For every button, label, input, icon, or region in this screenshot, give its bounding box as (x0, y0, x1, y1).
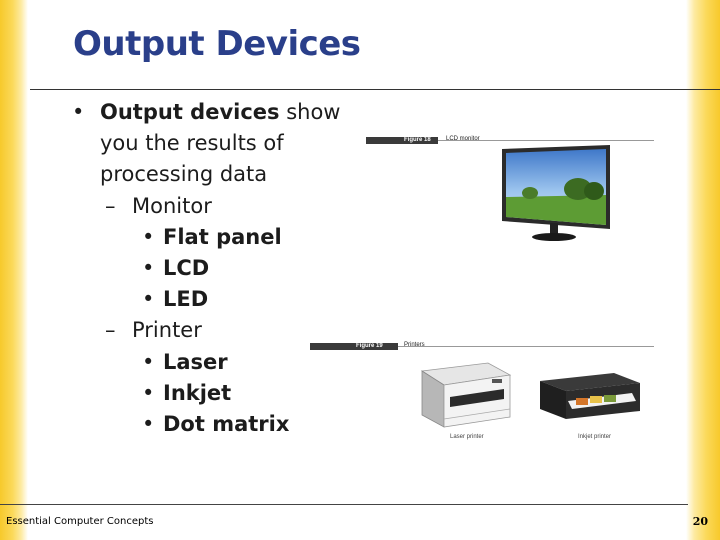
figure-caption: LCD monitor (446, 136, 480, 142)
sub-bullet-dot-matrix: • Dot matrix (72, 409, 352, 440)
bullet-main-bold: Output devices (100, 100, 280, 124)
bullet-main-cont-1: you the results of (100, 131, 284, 156)
sub-bullet-label: Dot matrix (163, 412, 290, 437)
sub-bullet-label: Inkjet (163, 380, 232, 405)
right-accent-stripe (686, 0, 720, 540)
lcd-monitor-image (502, 145, 610, 241)
figure-caption: Printers (404, 342, 425, 348)
figure-number: Figure 19 (356, 343, 383, 349)
title-divider (30, 89, 720, 90)
bullet-marker: • (72, 100, 85, 124)
bullet-main-cont-2: processing data (100, 162, 268, 187)
laser-printer-caption: Laser printer (450, 434, 484, 440)
figure-number: Figure 18 (404, 137, 431, 143)
footer-divider (0, 504, 688, 505)
bullet-marker: • (142, 224, 155, 249)
sub-bullet-lcd: • LCD (72, 253, 352, 284)
figure-bar (366, 137, 438, 144)
bullet-main: • Output devices show (72, 97, 352, 128)
bullet-main-rest: show (279, 100, 341, 124)
dash-marker: – (105, 318, 116, 343)
sub-bullet-inkjet: • Inkjet (72, 378, 352, 409)
sub-bullet-flat-panel: • Flat panel (72, 222, 352, 253)
figure-printers: Figure 19 Printers Laser printer Inkjet … (310, 341, 656, 446)
bullet-marker: • (142, 256, 155, 281)
sub-bullet-laser: • Laser (72, 347, 352, 378)
dash-item-label: Monitor (132, 193, 212, 218)
inkjet-printer-caption: Inkjet printer (578, 434, 612, 440)
bullet-marker: • (142, 412, 155, 437)
left-accent-stripe (0, 0, 28, 540)
dash-item-monitor: –Monitor (72, 191, 352, 222)
dash-marker: – (105, 193, 116, 218)
dash-item-printer: –Printer (72, 315, 352, 346)
sub-bullet-label: Flat panel (163, 224, 282, 249)
bullet-marker: • (142, 380, 155, 405)
inkjet-printer-image (540, 373, 640, 419)
sub-bullet-label: Laser (163, 349, 228, 374)
bullet-marker: • (142, 287, 155, 312)
figure-bar (310, 343, 398, 350)
bullet-marker: • (142, 349, 155, 374)
page-number: 20 (692, 515, 708, 528)
figure-lcd-monitor: Figure 18 LCD monitor (366, 135, 656, 250)
figure-bar-rule (398, 346, 654, 347)
laser-printer-image (420, 362, 512, 428)
figure-bar-rule (438, 140, 654, 141)
sub-bullet-led: • LED (72, 284, 352, 315)
sub-bullet-label: LED (163, 287, 209, 312)
bullet-list: •Output devices show you the results of … (72, 97, 352, 440)
footer-course-title: Essential Computer Concepts (6, 516, 154, 527)
dash-item-label: Printer (132, 318, 202, 343)
sub-bullet-label: LCD (163, 256, 210, 281)
slide-title: Output Devices (73, 24, 361, 64)
